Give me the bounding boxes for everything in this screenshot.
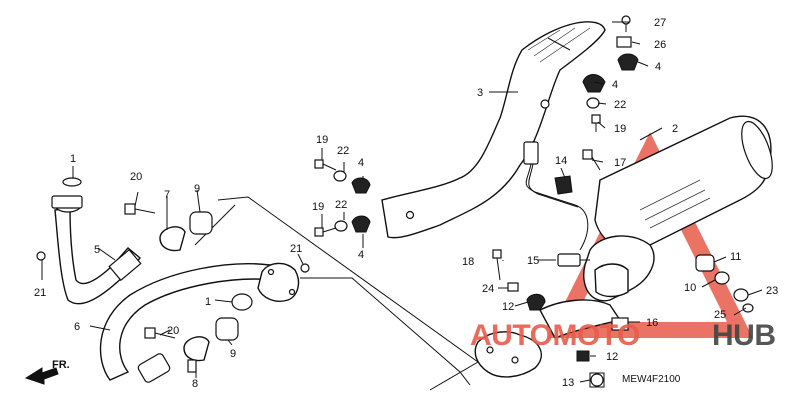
bolts [124, 15, 631, 388]
callout-22b: 22 [335, 199, 347, 211]
callout-8: 8 [192, 378, 198, 390]
watermark-text: AUTOMOTO HUB [470, 319, 776, 352]
heat-shield [381, 21, 606, 239]
callout-5: 5 [94, 244, 100, 256]
joint-collars [189, 211, 239, 341]
callout-22c: 22 [614, 99, 626, 111]
callout-15: 15 [527, 255, 539, 267]
callout-22a: 22 [337, 145, 349, 157]
callout-18: 18 [462, 256, 474, 268]
callout-27: 27 [654, 17, 666, 29]
callout-10: 10 [684, 282, 696, 294]
callout-4b: 4 [358, 249, 364, 261]
front-label: FR. [52, 359, 70, 371]
callout-4c: 4 [655, 61, 661, 73]
callout-16: 16 [646, 317, 658, 329]
callout-14: 14 [555, 155, 567, 167]
collector-pipe [474, 263, 629, 378]
callout-12b: 12 [606, 351, 618, 363]
callout-2: 2 [672, 123, 678, 135]
callout-4a: 4 [358, 157, 364, 169]
callout-21a: 21 [34, 287, 46, 299]
sensor-bracket [554, 175, 573, 195]
clamps [159, 226, 210, 373]
front-arrow: FR. [24, 359, 70, 385]
callout-7: 7 [164, 189, 170, 201]
callout-12a: 12 [502, 301, 514, 313]
callout-9b: 9 [230, 348, 236, 360]
grommets [333, 36, 639, 233]
callout-20b: 20 [167, 325, 179, 337]
callout-26: 26 [654, 39, 666, 51]
callout-6: 6 [74, 321, 80, 333]
diagram-code: MEW4F2100 [622, 374, 681, 385]
sensor-wire [523, 141, 589, 251]
callout-25: 25 [714, 309, 726, 321]
callout-17: 17 [614, 157, 626, 169]
callout-13: 13 [562, 377, 574, 389]
watermark-text-a: AUTOMOTO [470, 319, 640, 352]
callout-19a: 19 [316, 134, 328, 146]
callout-21b: 21 [290, 243, 302, 255]
callout-19b: 19 [312, 201, 324, 213]
callout-3: 3 [477, 87, 483, 99]
callout-9a: 9 [194, 183, 200, 195]
fasteners [36, 251, 754, 362]
exhaust-flange [257, 262, 300, 302]
callout-19c: 19 [614, 123, 626, 135]
callout-23: 23 [766, 285, 778, 297]
exhaust-pipe-front [51, 195, 142, 305]
callout-24: 24 [482, 283, 494, 295]
callout-labels: 1 1 2 3 4 4 4 4 5 6 7 8 9 9 10 11 12 12 … [34, 17, 778, 390]
callout-1a: 1 [70, 153, 76, 165]
callout-1b: 1 [205, 296, 211, 308]
assembly-outline [194, 196, 479, 391]
callout-4d: 4 [612, 79, 618, 91]
watermark-text-b: HUB [712, 319, 776, 352]
oxygen-sensor [557, 253, 590, 267]
callout-20a: 20 [130, 171, 142, 183]
leader-lines [41, 21, 763, 383]
callout-11: 11 [730, 251, 741, 263]
